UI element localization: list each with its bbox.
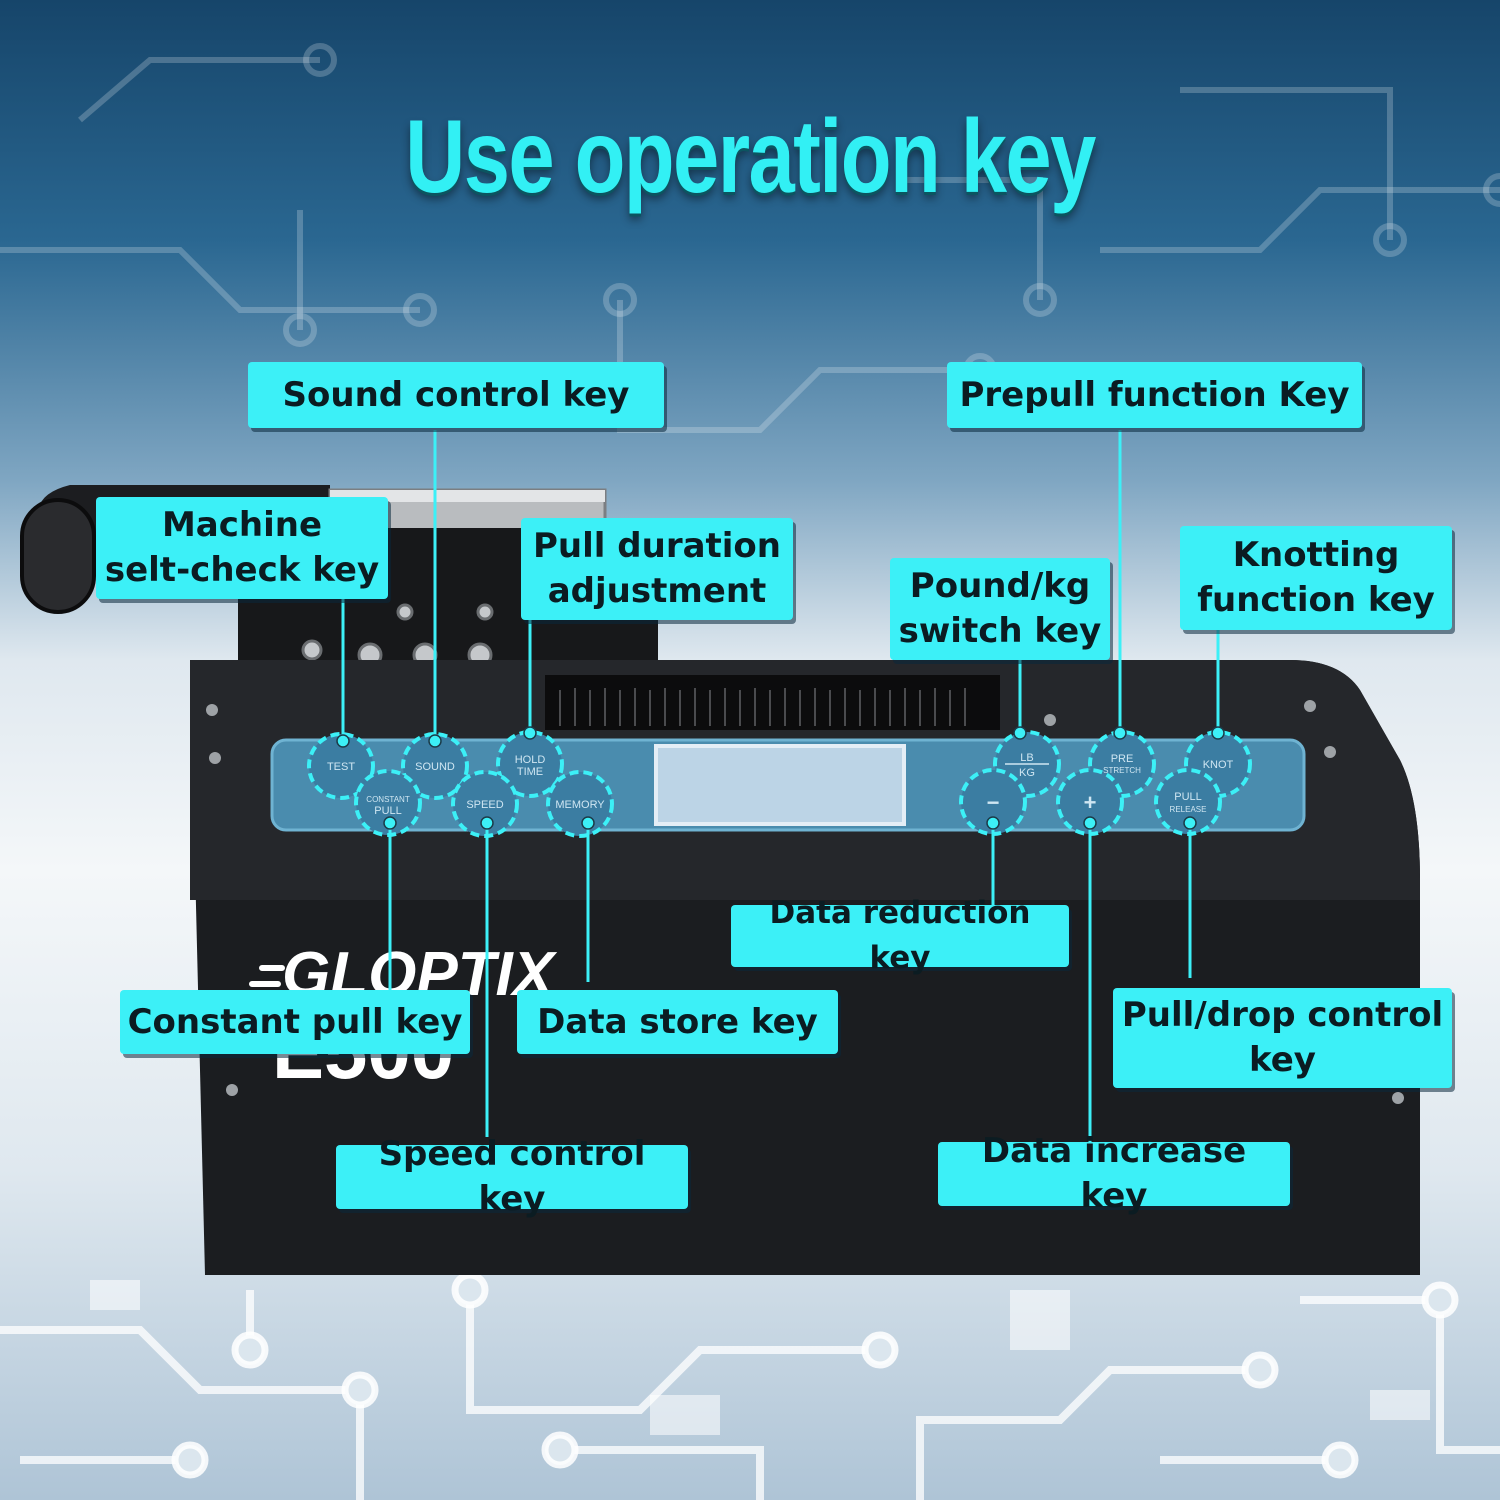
lcd-screen — [654, 744, 906, 826]
key-hold-label: HOLD — [515, 754, 546, 766]
key-memory-label: MEMORY — [555, 799, 605, 811]
key-pull-release-label-2: RELEASE — [1170, 805, 1207, 814]
callout-line: key — [1249, 1040, 1316, 1080]
anchor-dot — [480, 816, 494, 830]
callout-line: Data store key — [537, 1001, 818, 1042]
key-time-label: TIME — [517, 766, 543, 778]
callout-line: Prepull function Key — [959, 374, 1350, 415]
callout-line: Machine — [161, 505, 323, 545]
callout-data-store: Data store key — [517, 990, 838, 1054]
key-speed-label: SPEED — [466, 799, 503, 811]
callout-line: adjustment — [547, 571, 767, 611]
callout-speed-control: Speed control key — [336, 1134, 688, 1219]
callout-pull-duration: Pull duration adjustment — [521, 518, 793, 620]
anchor-dot — [1083, 816, 1097, 830]
key-test-label: TEST — [327, 761, 355, 773]
callout-pound-kg: Pound/kg switch key — [890, 558, 1110, 660]
anchor-dot — [986, 816, 1000, 830]
anchor-dot — [1113, 726, 1127, 740]
callout-line: Data increase key — [981, 1131, 1247, 1216]
callout-line: Pull duration — [533, 526, 781, 566]
callout-line: Data reduction key — [769, 895, 1031, 976]
key-stretch-label: STRETCH — [1103, 766, 1141, 775]
key-minus-label: − — [987, 790, 1000, 815]
key-constant-label: CONSTANT — [366, 795, 410, 804]
key-test[interactable] — [307, 732, 375, 800]
callout-line: function key — [1197, 580, 1435, 620]
key-sound[interactable] — [401, 732, 469, 800]
callout-data-increase: Data increase key — [938, 1131, 1290, 1216]
key-knot-label: KNOT — [1203, 759, 1234, 771]
clamp-roller — [20, 498, 96, 614]
anchor-dot — [383, 816, 397, 830]
headline: Use operation key — [405, 99, 1096, 215]
key-kg-label: KG — [1019, 767, 1035, 779]
key-memory[interactable] — [546, 770, 614, 838]
key-constant-pull[interactable] — [354, 769, 422, 837]
key-hold-time[interactable] — [496, 730, 564, 798]
anchor-dot — [523, 726, 537, 740]
anchor-dot — [1183, 816, 1197, 830]
callout-line: Knotting — [1232, 535, 1400, 575]
key-pre-label: PRE — [1111, 753, 1134, 765]
callout-line: Pull/drop control — [1121, 995, 1444, 1035]
anchor-dot — [581, 816, 595, 830]
callout-knotting: Knotting function key — [1180, 526, 1452, 630]
key-sound-label: SOUND — [415, 761, 455, 773]
key-speed[interactable] — [451, 770, 519, 838]
callout-data-reduction: Data reduction key — [731, 895, 1069, 976]
brand-logo-lines — [249, 965, 285, 987]
callout-prepull: Prepull function Key — [947, 362, 1362, 428]
key-plus-label: + — [1084, 790, 1097, 815]
callout-line: Speed control key — [378, 1134, 646, 1219]
callout-line: selt-check key — [104, 550, 380, 590]
anchor-dot — [1211, 726, 1225, 740]
anchor-dot — [1013, 726, 1027, 740]
callout-pull-drop: Pull/drop control key — [1113, 988, 1452, 1088]
callout-constant-pull: Constant pull key — [120, 990, 470, 1054]
callout-line: switch key — [898, 611, 1102, 651]
key-pull-release-label-1: PULL — [1174, 791, 1202, 803]
key-lb-label: LB — [1020, 752, 1033, 764]
callout-line: Sound control key — [282, 374, 630, 415]
callout-line: Constant pull key — [127, 1001, 463, 1042]
anchor-dot — [336, 734, 350, 748]
key-pull-label: PULL — [374, 805, 402, 817]
anchor-dot — [428, 734, 442, 748]
callout-sound-control: Sound control key — [248, 362, 664, 428]
callout-line: Pound/kg — [909, 566, 1091, 606]
key-pull-release[interactable] — [1154, 768, 1222, 836]
callout-self-check: Machine selt-check key — [96, 497, 388, 599]
